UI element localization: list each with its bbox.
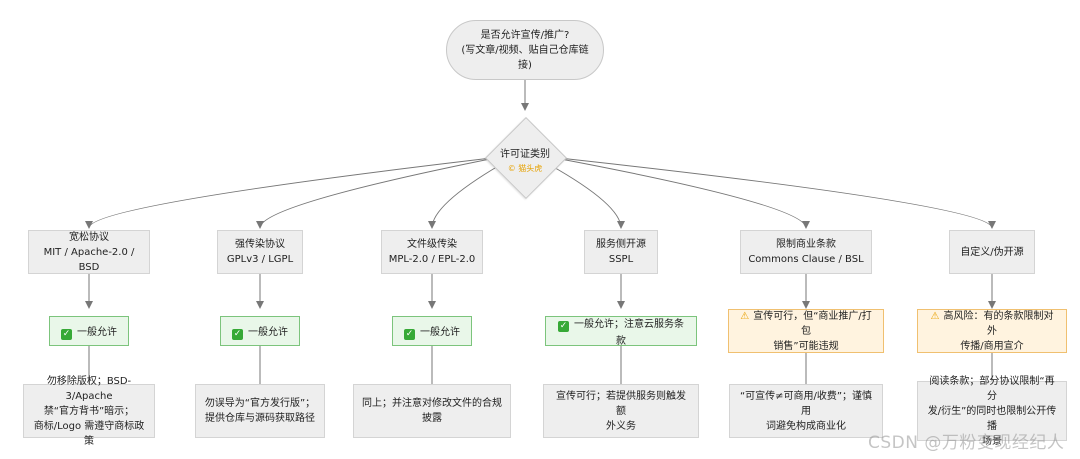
note-text: 阅读条款；部分协议限制“再分 发/衍生”的同时也限制公开传播 场景 [927, 375, 1057, 447]
verdict-node-4: ⚠宣传可行，但“商业推广/打包 销售”可能违规 [728, 309, 884, 353]
note-node-2: 同上；并注意对修改文件的合规 披露 [353, 384, 511, 438]
verdict-node-5: ⚠高风险：有的条款限制对外 传播/商用宣介 [917, 309, 1067, 353]
warning-triangle-icon: ⚠ [930, 310, 940, 322]
check-box-icon: ✓ [232, 328, 243, 340]
check-box-icon: ✓ [61, 328, 72, 340]
verdict-node-0: ✓一般允许 [49, 316, 129, 346]
decision-node: 许可证类别 © 猫头虎 [484, 116, 568, 200]
decision-sub: © 猫头虎 [507, 164, 543, 173]
category-node-2: 文件级传染 MPL-2.0 / EPL-2.0 [381, 230, 483, 274]
verdict-text: ⚠宣传可行，但“商业推广/打包 销售”可能违规 [740, 310, 872, 352]
note-node-0: 勿移除版权；BSD-3/Apache 禁“官方背书”暗示； 商标/Logo 需遵… [23, 376, 155, 447]
category-subtitle: GPLv3 / LGPL [226, 254, 294, 265]
edge-decision-to-category-0 [85, 156, 501, 229]
category-node-0: 宽松协议 MIT / Apache-2.0 / BSD [28, 230, 150, 274]
category-node-5: 自定义/伪开源 [949, 230, 1035, 274]
category-subtitle: MIT / Apache-2.0 / BSD [43, 246, 135, 273]
verdict-text: ⚠高风险：有的条款限制对外 传播/商用宣介 [930, 310, 1054, 352]
decision-label: 许可证类别 [500, 149, 550, 160]
category-node-4: 限制商业条款 Commons Clause / BSL [740, 230, 872, 274]
category-node-1: 强传染协议 GPLv3 / LGPL [217, 230, 303, 274]
category-title: 文件级传染 [407, 239, 457, 250]
edge-decision-to-category-5 [549, 156, 996, 229]
note-text: “可宣传≠可商用/收费”；谨慎用 词避免构成商业化 [739, 390, 873, 432]
verdict-text: ✓一般允许；注意云服务条款 [558, 319, 684, 347]
note-node-5: 阅读条款；部分协议限制“再分 发/衍生”的同时也限制公开传播 场景 [917, 376, 1067, 447]
start-node: 是否允许宣传/推广? (写文章/视频、贴自己仓库链接) [446, 20, 604, 80]
category-node-3: 服务侧开源 SSPL [584, 230, 658, 274]
category-title: 强传染协议 [235, 239, 285, 250]
verdict-text: ✓一般允许 [61, 326, 117, 340]
edge-decision-to-category-1 [256, 156, 501, 229]
edge-decision-to-category-4 [549, 156, 810, 229]
note-node-4: “可宣传≠可商用/收费”；谨慎用 词避免构成商业化 [729, 384, 883, 438]
verdict-text: ✓一般允许 [404, 326, 460, 340]
edge-decision-to-category-3 [549, 164, 625, 229]
category-title: 自定义/伪开源 [960, 246, 1024, 258]
warning-triangle-icon: ⚠ [740, 310, 750, 322]
check-box-icon: ✓ [558, 321, 569, 332]
decision-text: 许可证类别 © 猫头虎 [486, 148, 564, 176]
verdict-node-2: ✓一般允许 [392, 316, 472, 346]
category-subtitle: SSPL [608, 254, 634, 265]
verdict-node-3: ✓一般允许；注意云服务条款 [545, 316, 697, 347]
verdict-node-1: ✓一般允许 [220, 316, 300, 346]
edge-decision-to-category-2 [428, 164, 501, 229]
note-text: 勿移除版权；BSD-3/Apache 禁“官方背书”暗示； 商标/Logo 需遵… [33, 375, 145, 447]
category-subtitle: Commons Clause / BSL [748, 254, 864, 265]
note-text: 勿误导为“官方发行版”； 提供仓库与源码获取路径 [204, 398, 316, 424]
check-box-icon: ✓ [404, 328, 415, 340]
verdict-text: ✓一般允许 [232, 326, 288, 340]
note-text: 同上；并注意对修改文件的合规 披露 [362, 398, 502, 424]
category-title: 服务侧开源 [596, 239, 646, 250]
watermark: CSDN @万粉变现经纪人 [868, 433, 1065, 453]
note-node-3: 宣传可行；若提供服务则触发额 外义务 [543, 384, 699, 438]
start-node-text: 是否允许宣传/推广? (写文章/视频、贴自己仓库链接) [461, 29, 589, 71]
category-title: 限制商业条款 [776, 239, 836, 250]
category-title: 宽松协议 [69, 231, 109, 243]
category-subtitle: MPL-2.0 / EPL-2.0 [388, 254, 476, 265]
note-text: 宣传可行；若提供服务则触发额 外义务 [556, 390, 686, 432]
note-node-1: 勿误导为“官方发行版”； 提供仓库与源码获取路径 [195, 384, 325, 438]
